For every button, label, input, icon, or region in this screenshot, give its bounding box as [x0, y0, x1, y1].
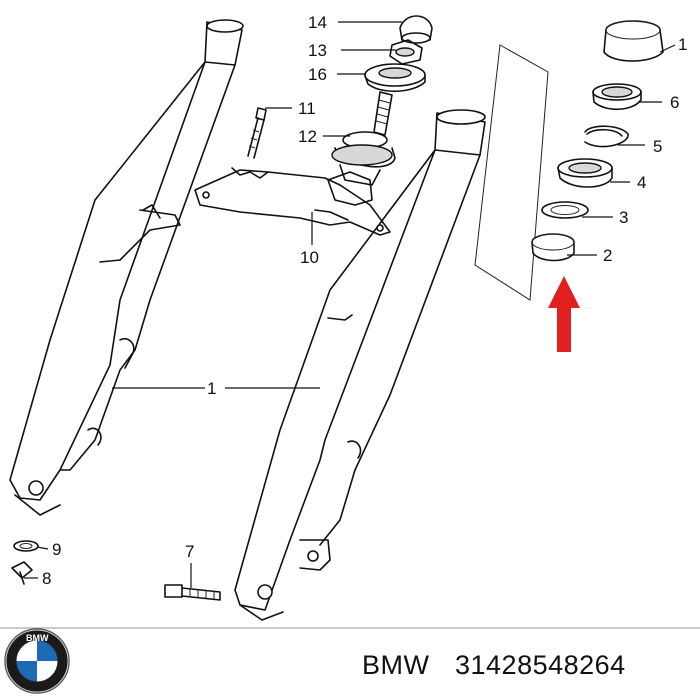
brand-name: BMW: [362, 650, 430, 680]
callout-10: 10: [300, 248, 319, 267]
left-fork-tube: [9, 19, 244, 516]
steering-stem-part-12: [331, 91, 396, 186]
callout-11: 11: [298, 99, 316, 118]
right-fork-tube: [234, 109, 486, 621]
highlight-arrow: [548, 276, 580, 352]
fork-bridge-part-10: [194, 167, 391, 236]
callout-4: 4: [637, 173, 646, 192]
callout-1-fork: 1: [207, 379, 216, 398]
callout-9: 9: [52, 540, 61, 559]
cap-part-14: [399, 15, 433, 44]
callout-2: 2: [603, 246, 612, 265]
nut-part-13: [389, 39, 423, 65]
part-number: 31428548264: [455, 650, 626, 680]
callout-13: 13: [308, 41, 327, 60]
circlip-part-5: [584, 125, 629, 148]
callout-12: 12: [298, 127, 317, 146]
bearing-part-4: [557, 158, 613, 188]
exploded-view-box: [474, 44, 549, 301]
leader-lines: [24, 21, 676, 588]
dust-seal-part-6: [592, 83, 642, 111]
bearing-race-part-2: [531, 233, 575, 262]
bolt-part-8: [11, 561, 33, 585]
callout-16: 16: [308, 65, 327, 84]
bmw-logo-letters: BMW: [26, 633, 49, 643]
callout-6: 6: [670, 93, 679, 112]
washer-part-9: [13, 540, 39, 552]
cap-part-1-top: [603, 20, 664, 62]
callout-5: 5: [653, 137, 662, 156]
bolt-part-11: [247, 107, 267, 159]
seal-part-3: [541, 201, 589, 219]
bolt-part-7: [164, 584, 221, 601]
callout-7: 7: [185, 542, 194, 561]
washer-part-16: [364, 63, 426, 93]
callout-3: 3: [619, 208, 628, 227]
bmw-logo: BMW: [4, 628, 70, 694]
callout-8: 8: [42, 569, 51, 588]
callout-1-cap: 1: [678, 35, 687, 54]
callout-14: 14: [308, 13, 327, 32]
